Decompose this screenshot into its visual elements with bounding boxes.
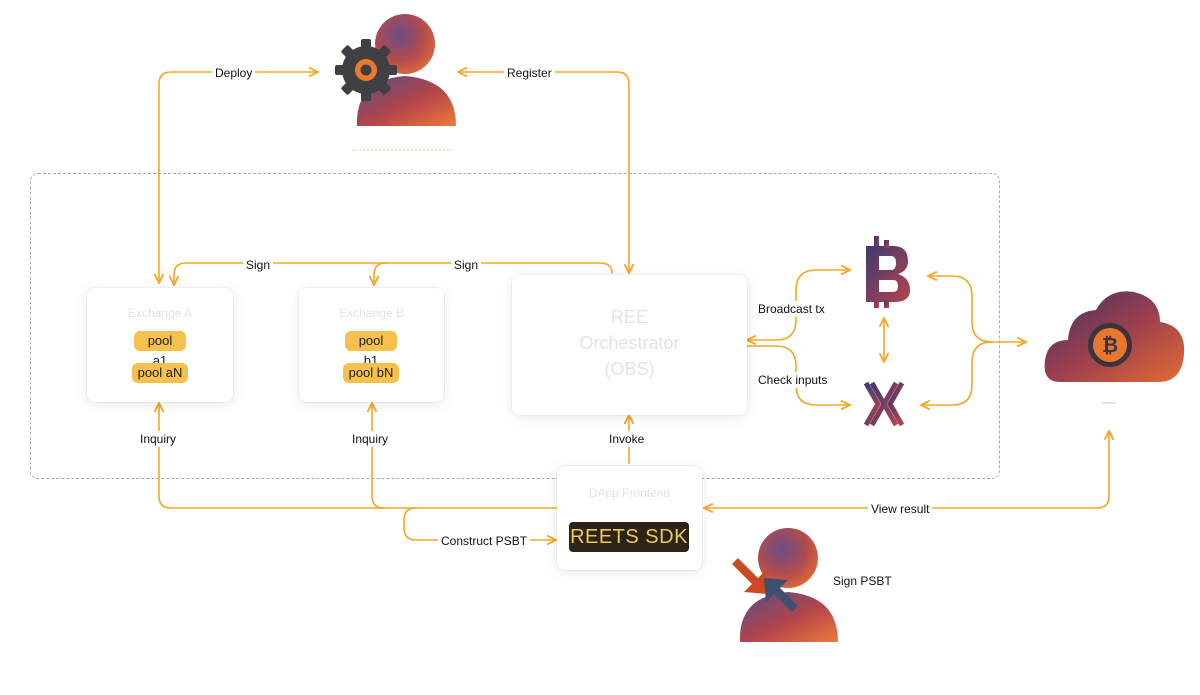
svg-text:₿: ₿ <box>1102 335 1118 357</box>
broadcast-tx-label: Broadcast tx <box>755 301 828 317</box>
frontend-box: DApp Frontend <box>557 466 702 570</box>
sign-psbt-label: Sign PSBT <box>830 573 895 589</box>
invoke-label: Invoke <box>606 431 648 447</box>
pool-bn: pool bN <box>343 363 399 383</box>
sign-label-2: Sign <box>451 257 482 273</box>
orchestrator-title-line2: Orchestrator <box>579 333 680 353</box>
developer-caption <box>352 141 452 151</box>
inquiry-b-label: Inquiry <box>349 431 392 447</box>
system-boundary <box>30 173 1000 479</box>
construct-psbt-label: Construct PSBT <box>438 533 531 549</box>
register-label: Register <box>504 65 555 81</box>
bitcoin-cloud-icon: ₿ <box>1044 291 1185 382</box>
exchange-b-title: Exchange B <box>339 306 404 320</box>
developer-gear-icon <box>335 14 456 126</box>
orchestrator-title-line3: (OBS) <box>604 359 655 379</box>
cloud-caption <box>1102 402 1116 404</box>
frontend-title: DApp Frontend <box>588 486 671 500</box>
exchange-b-box: Exchange B pool b1 pool bN <box>299 288 444 402</box>
orchestrator-title-line1: REE <box>610 307 648 327</box>
deploy-label: Deploy <box>212 65 256 81</box>
user-sign-icon <box>732 528 838 642</box>
view-result-label: View result <box>868 501 933 517</box>
check-inputs-label: Check inputs <box>755 372 831 388</box>
reets-sdk-badge: REETS SDK <box>569 522 689 552</box>
exchange-a-box: Exchange A pool a1 pool aN <box>87 288 233 402</box>
pool-b1: pool b1 <box>345 331 397 368</box>
inquiry-a-label: Inquiry <box>137 431 180 447</box>
pool-an: pool aN <box>132 363 188 383</box>
exchange-a-title: Exchange A <box>127 306 193 320</box>
orchestrator-box: REE Orchestrator (OBS) <box>512 275 747 415</box>
pool-a1: pool a1 <box>134 331 186 368</box>
sign-label-1: Sign <box>243 257 274 273</box>
